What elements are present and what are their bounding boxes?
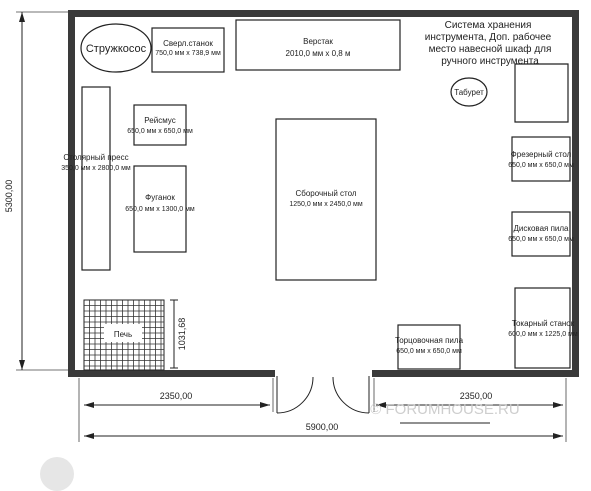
joinery-press-label: Столярный пресс bbox=[63, 153, 128, 162]
jointer-size: 650,0 мм x 1300,0 мм bbox=[125, 206, 195, 213]
left-wall-dim-label: 2350,00 bbox=[160, 391, 193, 401]
chip-extractor: Стружкосос bbox=[80, 23, 152, 73]
wall-right bbox=[572, 10, 579, 377]
storage-line-3: место навесной шкаф для bbox=[429, 43, 552, 55]
chip-extractor-label: Стружкосос bbox=[86, 43, 147, 55]
joinery-press: Столярный пресс 350,0 мм x 2800,0 мм bbox=[61, 86, 131, 271]
circular-saw-size: 650,0 мм x 650,0 мм bbox=[508, 236, 574, 243]
storage-line-4: ручного инструмента bbox=[441, 56, 539, 67]
bottom-dimensions: 2350,00 2350,00 5900,00 bbox=[78, 378, 567, 442]
jointer: Фуганок 650,0 мм x 1300,0 мм bbox=[125, 165, 195, 253]
jointer-label: Фуганок bbox=[145, 193, 175, 202]
floor-plan: Стружкосос Сверл.станок 750,0 мм x 738,9… bbox=[4, 10, 579, 442]
assembly-table-size: 1250,0 мм x 2450,0 мм bbox=[289, 201, 363, 208]
total-width-dim-label: 5900,00 bbox=[306, 422, 339, 432]
lathe-size: 600,0 мм x 1225,0 мм bbox=[508, 331, 578, 338]
right-wall-dim-label: 2350,00 bbox=[460, 391, 493, 401]
drill-press: Сверл.станок 750,0 мм x 738,9 мм bbox=[151, 27, 225, 73]
router-table: Фрезерный стол 650,0 мм x 650,0 мм bbox=[508, 136, 574, 182]
miter-saw-label: Торцовочная пила bbox=[395, 336, 464, 345]
workbench-size: 2010,0 мм x 0,8 м bbox=[286, 49, 351, 58]
corner-shape bbox=[40, 457, 74, 491]
drill-press-size: 750,0 мм x 738,9 мм bbox=[155, 50, 221, 57]
wall-bottom-left bbox=[68, 370, 275, 377]
drill-press-label: Сверл.станок bbox=[163, 39, 213, 48]
tool-storage: Система хранения инструмента, Доп. рабоч… bbox=[425, 20, 569, 123]
height-dim-label: 5300,00 bbox=[4, 180, 14, 213]
stove: Печь bbox=[83, 299, 165, 371]
router-table-size: 650,0 мм x 650,0 мм bbox=[508, 162, 574, 169]
workbench: Верстак 2010,0 мм x 0,8 м bbox=[235, 19, 401, 71]
router-table-label: Фрезерный стол bbox=[511, 150, 572, 159]
storage-line-1: Система хранения bbox=[445, 20, 532, 31]
stool-label: Табурет bbox=[454, 88, 484, 97]
wall-bottom-right bbox=[372, 370, 579, 377]
storage-line-2: инструмента, Доп. рабочее bbox=[425, 31, 552, 43]
thicknesser: Рейсмус 650,0 мм x 650,0 мм bbox=[127, 104, 193, 146]
walls bbox=[68, 10, 579, 377]
stove-dim-label: 1031,68 bbox=[177, 318, 187, 351]
lathe: Токарный станок 600,0 мм x 1225,0 мм bbox=[508, 287, 578, 369]
circular-saw: Дисковая пила 650,0 мм x 650,0 мм bbox=[508, 211, 574, 257]
assembly-table-label: Сборочный стол bbox=[295, 189, 356, 198]
thicknesser-size: 650,0 мм x 650,0 мм bbox=[127, 128, 193, 135]
wall-left bbox=[68, 10, 75, 377]
circular-saw-label: Дисковая пила bbox=[513, 224, 569, 233]
wall-top bbox=[68, 10, 579, 17]
stove-label: Печь bbox=[114, 330, 132, 339]
stove-dimension: 1031,68 bbox=[170, 299, 187, 369]
door bbox=[276, 376, 370, 414]
miter-saw: Торцовочная пила 650,0 мм x 650,0 мм bbox=[395, 324, 464, 370]
height-dimension: 5300,00 bbox=[4, 11, 68, 371]
assembly-table: Сборочный стол 1250,0 мм x 2450,0 мм bbox=[275, 118, 377, 281]
watermark: © FORUMHOUSE.RU bbox=[370, 401, 519, 418]
stool: Табурет bbox=[450, 77, 488, 107]
workbench-label: Верстак bbox=[303, 37, 333, 46]
miter-saw-size: 650,0 мм x 650,0 мм bbox=[396, 348, 462, 355]
joinery-press-size: 350,0 мм x 2800,0 мм bbox=[61, 165, 131, 172]
thicknesser-label: Рейсмус bbox=[144, 116, 175, 125]
lathe-label: Токарный станок bbox=[512, 319, 575, 328]
